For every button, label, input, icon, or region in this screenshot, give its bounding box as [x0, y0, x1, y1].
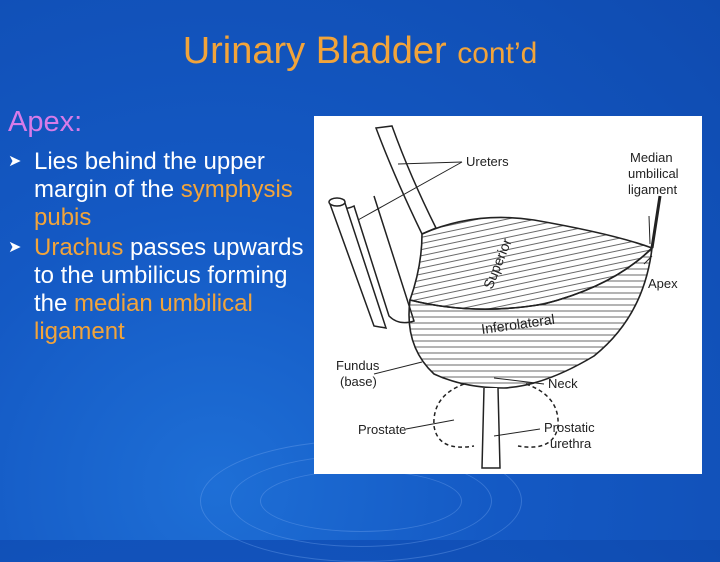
label-fundus-2: (base) [340, 374, 377, 389]
label-median-2: umbilical [628, 166, 679, 181]
title-suffix: cont’d [457, 37, 538, 70]
bullet-highlight: symphysis pubis [34, 176, 293, 231]
label-fundus-1: Fundus [336, 358, 380, 373]
bullet-item: ➤ Urachus passes upwards to the umbilicu… [8, 234, 308, 346]
bullet-highlight: median umbilical ligament [34, 290, 253, 345]
slide-title: Urinary Bladder cont’d [0, 30, 720, 73]
bullet-list: ➤ Lies behind the upper margin of the sy… [8, 148, 308, 346]
leader-lines [357, 161, 653, 437]
inferolateral-surface [408, 245, 654, 389]
arrow-bullet-icon: ➤ [8, 153, 22, 170]
label-median-1: Median [630, 150, 673, 165]
label-neck: Neck [548, 376, 578, 391]
bullet-item: ➤ Lies behind the upper margin of the sy… [8, 148, 308, 232]
arrow-bullet-icon: ➤ [8, 239, 22, 256]
section-heading: Apex: [8, 106, 83, 138]
median-umbilical-ligament [650, 195, 662, 249]
label-prostatic-2: urethra [550, 436, 592, 451]
label-ureters: Ureters [466, 154, 509, 169]
bullet-text: Lies behind the upper margin of the [34, 148, 265, 203]
urethra [481, 387, 501, 469]
label-prostatic-1: Prostatic [544, 420, 595, 435]
prostate [433, 383, 559, 448]
label-median-3: ligament [628, 182, 678, 197]
bladder-diagram-svg: Ureters Median umbilical ligament Superi… [328, 125, 679, 469]
bullet-text: passes upwards to the umbilicus forming … [34, 234, 304, 317]
bladder-diagram: Ureters Median umbilical ligament Superi… [314, 116, 702, 474]
label-apex: Apex [648, 276, 678, 291]
label-prostate: Prostate [358, 422, 406, 437]
title-main: Urinary Bladder [182, 30, 447, 72]
ureter-right-tube [374, 125, 438, 235]
bullet-highlight: Urachus [34, 234, 124, 261]
